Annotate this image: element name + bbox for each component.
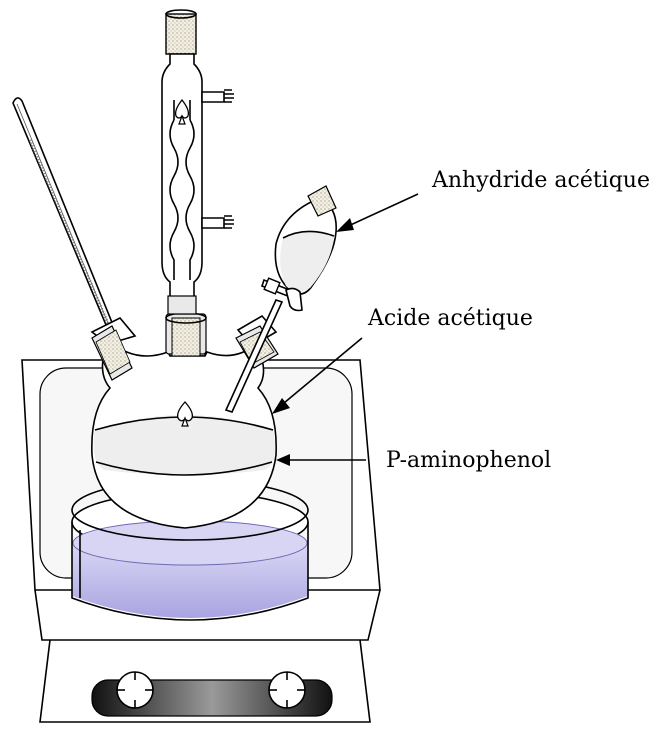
- condenser-top-cork: [166, 14, 196, 54]
- reflux-condenser: [162, 10, 234, 314]
- label-anhydride-acetique: Anhydride acétique: [431, 168, 650, 193]
- label-acide-acetique: Acide acétique: [367, 306, 533, 331]
- hotplate-left-knob-icon[interactable]: [117, 672, 153, 708]
- hotplate-right-knob-icon[interactable]: [269, 672, 305, 708]
- center-neck-joint: [166, 313, 206, 356]
- label-p-aminophenol: P-aminophenol: [386, 448, 551, 473]
